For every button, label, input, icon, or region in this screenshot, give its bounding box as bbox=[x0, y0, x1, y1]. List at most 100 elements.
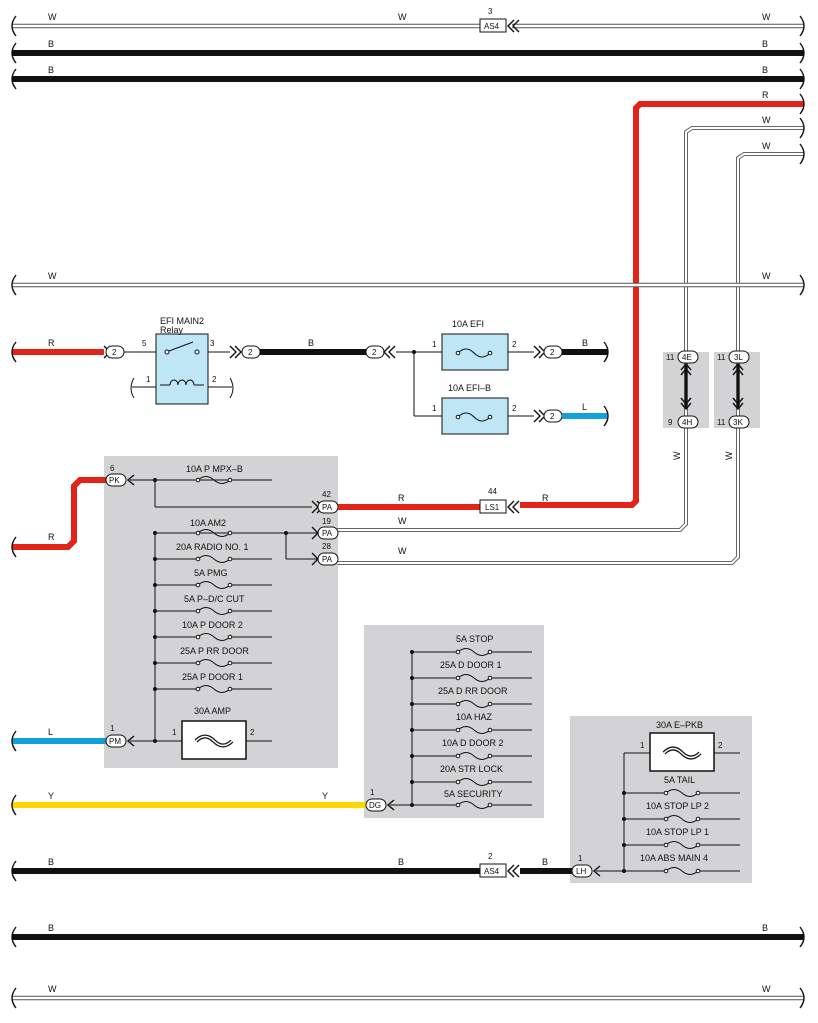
wire-end-bracket bbox=[799, 143, 805, 165]
wire-label: B bbox=[398, 857, 404, 867]
wire-label: W bbox=[48, 12, 57, 22]
fuse-10a-efi bbox=[441, 333, 509, 371]
connector-4h: 4H bbox=[677, 415, 699, 429]
fuse-terminal bbox=[455, 701, 461, 707]
connector-ls1: LS1 bbox=[479, 499, 520, 514]
relay-pin: 1 bbox=[146, 375, 151, 384]
junction-dot bbox=[153, 635, 157, 639]
fuse-terminal bbox=[487, 701, 493, 707]
fuse-terminal bbox=[487, 727, 493, 733]
fuse-symbol bbox=[197, 633, 231, 641]
connector-pin: 1 bbox=[370, 788, 375, 797]
fuse-symbol bbox=[665, 789, 699, 797]
right-fuse-list bbox=[622, 789, 740, 875]
relay-pin: 3 bbox=[210, 339, 215, 348]
fuse-pin: 1 bbox=[432, 340, 437, 349]
wire-label: B bbox=[48, 65, 54, 75]
fuse-label: 30A E–PKB bbox=[656, 720, 703, 730]
fuse-label: 20A STR LOCK bbox=[440, 764, 503, 774]
wire-label: B bbox=[308, 338, 314, 348]
fuse-terminal bbox=[487, 802, 493, 808]
fuse-terminal bbox=[227, 582, 233, 588]
fuse-10a-efi-b bbox=[441, 397, 509, 435]
relay-name: EFI MAIN2 bbox=[160, 316, 204, 326]
wire-end-bracket bbox=[11, 987, 17, 1009]
svg-text:2: 2 bbox=[112, 348, 117, 357]
wire-label: W bbox=[672, 451, 682, 460]
wire-end-bracket bbox=[799, 42, 805, 64]
connector-pm: PM bbox=[105, 734, 135, 748]
fuse-terminal bbox=[695, 842, 701, 848]
svg-text:3K: 3K bbox=[733, 418, 743, 427]
wire-label: W bbox=[724, 451, 734, 460]
fuse-30a-e-pkb bbox=[649, 732, 715, 772]
connector-lh: LH bbox=[571, 864, 601, 878]
wire-end-bracket bbox=[799, 987, 805, 1009]
connector-pin: 1 bbox=[110, 724, 115, 733]
fuse-terminal bbox=[663, 868, 669, 874]
wire-label: W bbox=[48, 984, 57, 994]
fuse-terminal bbox=[195, 608, 201, 614]
fuse-terminal bbox=[195, 582, 201, 588]
relay-pin: 2 bbox=[212, 375, 217, 384]
wire-end-bracket bbox=[799, 15, 805, 37]
fuse-terminal bbox=[227, 660, 233, 666]
connector-dg: DG bbox=[365, 798, 395, 812]
fuse-symbol bbox=[665, 815, 699, 823]
fuse-label: 5A PMG bbox=[194, 568, 228, 578]
fuse-terminal bbox=[455, 779, 461, 785]
connector-label: AS4 bbox=[484, 22, 500, 31]
fuse-terminal bbox=[455, 753, 461, 759]
fuse-symbol bbox=[457, 674, 491, 682]
fuse-symbol bbox=[457, 726, 491, 734]
connector-pa-28: PA bbox=[317, 552, 339, 566]
wire-end-bracket bbox=[799, 68, 805, 90]
wire-label: B bbox=[48, 857, 54, 867]
fuse-pin: 1 bbox=[172, 728, 177, 737]
fuse-terminal bbox=[663, 842, 669, 848]
fuse-terminal bbox=[195, 634, 201, 640]
connector-pin: 11 bbox=[666, 353, 675, 362]
fuse-pin: 2 bbox=[718, 741, 723, 750]
wire-end-bracket bbox=[11, 68, 17, 90]
junction-dot bbox=[153, 557, 157, 561]
connector-pin: 11 bbox=[717, 353, 726, 362]
wire-label: W bbox=[398, 12, 407, 22]
connector-4e: 4E bbox=[677, 350, 699, 364]
fuse-terminal bbox=[487, 753, 493, 759]
wire-label: R bbox=[542, 493, 549, 503]
connector-pin: 11 bbox=[717, 418, 726, 427]
efi-main2-relay bbox=[155, 333, 209, 405]
fuse-label: 10A EFI bbox=[452, 319, 484, 329]
wire-end-bracket bbox=[11, 274, 17, 296]
relay-sub: Relay bbox=[160, 325, 184, 335]
fuse-terminal bbox=[455, 649, 461, 655]
wire-label: L bbox=[48, 727, 53, 737]
fuse-label: 10A ABS MAIN 4 bbox=[640, 853, 708, 863]
wire-end-bracket bbox=[799, 117, 805, 139]
fuse-terminal bbox=[195, 660, 201, 666]
wire-end-bracket bbox=[11, 794, 17, 816]
fuse-symbol bbox=[665, 841, 699, 849]
fuse-terminal bbox=[227, 608, 233, 614]
junction-dot bbox=[622, 791, 626, 795]
connector-pin: 3 bbox=[488, 7, 493, 16]
fuse-label: 10A STOP LP 2 bbox=[646, 801, 709, 811]
fuse-pin: 2 bbox=[250, 728, 255, 737]
fuse-terminal bbox=[195, 686, 201, 692]
wire-end-bracket bbox=[11, 536, 17, 558]
fuse-pin: 1 bbox=[432, 404, 437, 413]
junction-dot bbox=[153, 531, 157, 535]
fuse-label: 5A P–D/C CUT bbox=[184, 594, 245, 604]
wire-label: W bbox=[398, 546, 407, 556]
wire-label: B bbox=[762, 65, 768, 75]
junction-dot bbox=[410, 728, 414, 732]
connector-as4-bottom: AS4 bbox=[479, 863, 520, 878]
svg-text:PA: PA bbox=[322, 555, 333, 564]
wire-label: Y bbox=[322, 791, 328, 801]
svg-text:4E: 4E bbox=[682, 353, 692, 362]
wire-end-bracket bbox=[11, 341, 17, 363]
svg-text:PM: PM bbox=[109, 737, 121, 746]
fuse-label: 5A STOP bbox=[456, 634, 493, 644]
